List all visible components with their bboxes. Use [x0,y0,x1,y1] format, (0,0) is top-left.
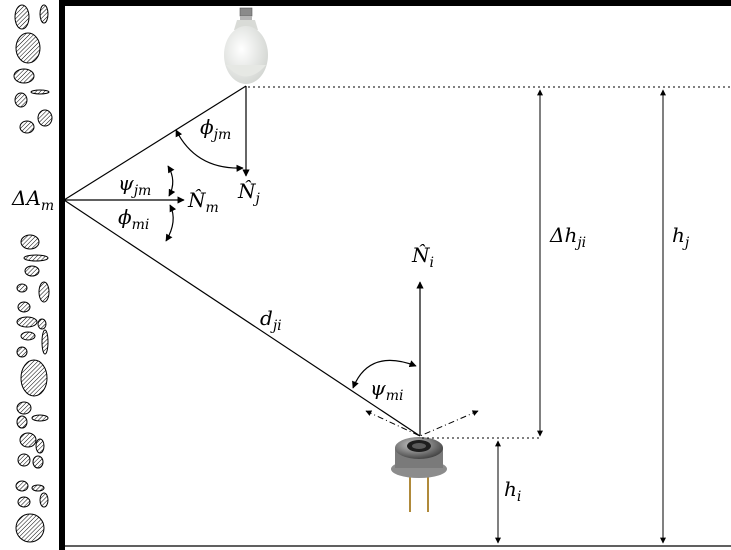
label-n-j: N̂j [237,179,261,207]
arc-phi-jm [175,129,244,172]
arc-phi-mi [165,204,177,242]
led-bulb-icon [224,7,268,84]
photodiode-sensor-icon [391,437,447,512]
dimension-arrows [495,89,666,544]
label-n-m: N̂m [187,188,219,216]
arc-psi-jm [167,165,176,197]
wall-texture [13,4,53,543]
label-d-ji: dji [260,306,282,334]
label-psi-mi: ψmi [370,376,403,404]
angle-arcs [165,129,417,389]
fov-right [419,410,479,437]
reflected-ray [63,199,421,437]
label-psi-jm: ψjm [118,171,151,199]
geometry-lines [63,85,731,439]
fov-left [365,410,421,437]
incidence-ray [63,85,247,201]
label-h-i: hi [504,477,521,505]
label-phi-jm: ϕjm [200,115,231,143]
label-phi-mi: ϕmi [118,205,149,233]
label-delta-a-m: ΔAm [11,186,54,214]
label-n-i: N̂i [411,243,434,271]
label-h-j: hj [672,223,690,251]
label-delta-h-ji: Δhji [549,223,586,251]
arc-psi-mi [352,359,417,389]
